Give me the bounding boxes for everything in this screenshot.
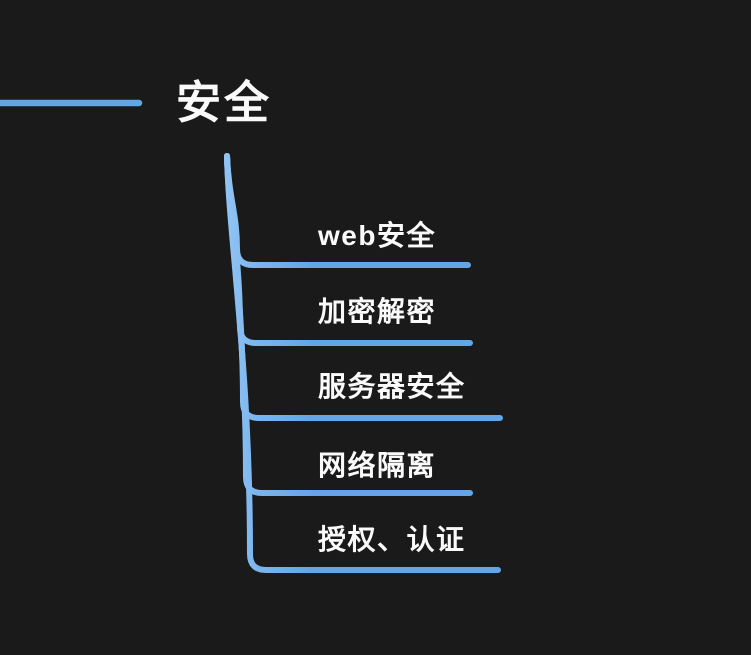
child-node-network-isolation[interactable]: 网络隔离: [318, 450, 437, 481]
branch-line-auth: [224, 153, 501, 573]
child-node-server-security[interactable]: 服务器安全: [318, 371, 466, 402]
root-node-security[interactable]: 安全: [176, 77, 273, 128]
child-node-auth[interactable]: 授权、认证: [318, 524, 466, 555]
child-node-web-security[interactable]: web安全: [318, 220, 436, 251]
child-node-encryption[interactable]: 加密解密: [318, 296, 437, 327]
